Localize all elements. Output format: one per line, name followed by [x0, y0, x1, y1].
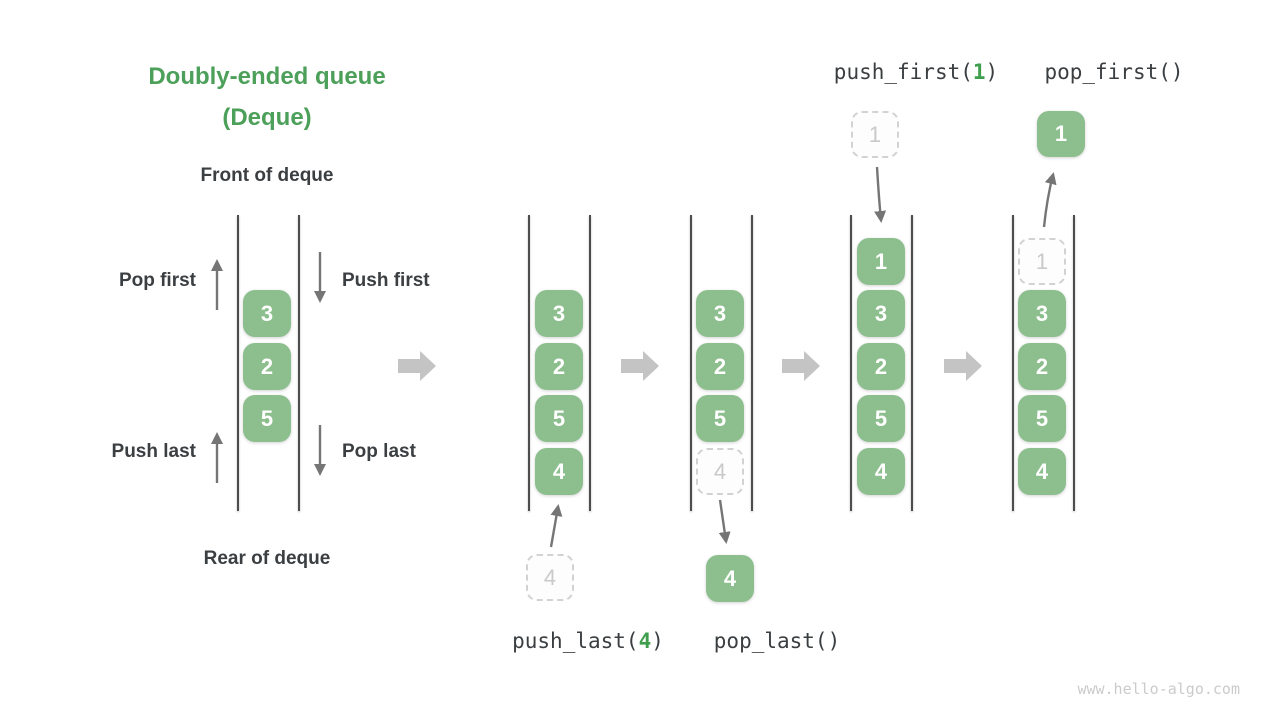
- op-arg: 4: [638, 629, 652, 653]
- queue3-cell: 5: [696, 395, 744, 442]
- queue5-left-rail: [1012, 215, 1014, 511]
- transition-arrow-icon: [621, 351, 659, 381]
- queue3-left-rail: [690, 215, 692, 511]
- push-first-op-label: push_first(1): [806, 60, 1026, 84]
- pop-first-label: Pop first: [118, 270, 196, 291]
- diagram-title-line1: Doubly-ended queue: [148, 63, 386, 90]
- push-last-op-label: push_last(4): [478, 629, 698, 653]
- queue5-cell: 4: [1018, 448, 1066, 495]
- transition-arrow-icon: [398, 351, 436, 381]
- rear-of-deque-label: Rear of deque: [203, 548, 331, 569]
- pop-last-op-label: pop_last(): [713, 629, 841, 653]
- queue5-ghost-cell: 1: [1018, 238, 1066, 285]
- transition-arrow-icon: [782, 351, 820, 381]
- queue4-cell: 3: [857, 290, 905, 337]
- queue2-right-rail: [589, 215, 591, 511]
- queue3-cell: 2: [696, 343, 744, 390]
- queue2-cell: 4: [535, 448, 583, 495]
- queue4-right-rail: [911, 215, 913, 511]
- op-arg: 1: [972, 60, 986, 84]
- op-text: push_first(: [833, 60, 973, 84]
- queue4-left-rail: [850, 215, 852, 511]
- queue5-cell: 5: [1018, 395, 1066, 442]
- queue3-ghost-cell: 4: [696, 448, 744, 495]
- queue1-cell: 5: [243, 395, 291, 442]
- push-last-incoming-ghost-cell: 4: [526, 554, 574, 601]
- push-first-in-arrow-icon: [874, 166, 887, 223]
- queue4-cell: 5: [857, 395, 905, 442]
- queue4-cell: 2: [857, 343, 905, 390]
- watermark: www.hello-algo.com: [1077, 680, 1240, 698]
- queue3-cell: 3: [696, 290, 744, 337]
- push-first-label: Push first: [342, 270, 430, 291]
- push-first-incoming-ghost-cell: 1: [851, 111, 899, 158]
- queue2-cell: 2: [535, 343, 583, 390]
- op-text: push_last(: [512, 629, 639, 653]
- queue1-cell: 2: [243, 343, 291, 390]
- queue2-left-rail: [528, 215, 530, 511]
- pop-last-out-arrow-icon: [718, 499, 731, 544]
- queue1-left-rail: [237, 215, 239, 511]
- queue4-cell: 1: [857, 238, 905, 285]
- diagram-title-line2: (Deque): [222, 104, 312, 131]
- push-last-label: Push last: [111, 441, 196, 462]
- queue1-cell: 3: [243, 290, 291, 337]
- queue4-cell: 4: [857, 448, 905, 495]
- op-text: ): [651, 629, 664, 653]
- queue3-right-rail: [751, 215, 753, 511]
- queue1-right-rail: [298, 215, 300, 511]
- push-last-in-arrow-icon: [549, 504, 563, 548]
- pop-first-outgoing-cell: 1: [1037, 111, 1085, 157]
- pop-last-label: Pop last: [342, 441, 416, 462]
- queue2-cell: 5: [535, 395, 583, 442]
- pop-first-out-arrow-icon: [1042, 172, 1057, 228]
- pop-first-op-label: pop_first(): [1044, 60, 1184, 84]
- queue5-cell: 2: [1018, 343, 1066, 390]
- op-text: ): [985, 60, 999, 84]
- queue2-cell: 3: [535, 290, 583, 337]
- pop-last-outgoing-cell: 4: [706, 555, 754, 602]
- queue5-right-rail: [1073, 215, 1075, 511]
- front-of-deque-label: Front of deque: [200, 165, 334, 186]
- transition-arrow-icon: [944, 351, 982, 381]
- diagram-title: Doubly-ended queue (Deque): [117, 56, 417, 138]
- queue5-cell: 3: [1018, 290, 1066, 337]
